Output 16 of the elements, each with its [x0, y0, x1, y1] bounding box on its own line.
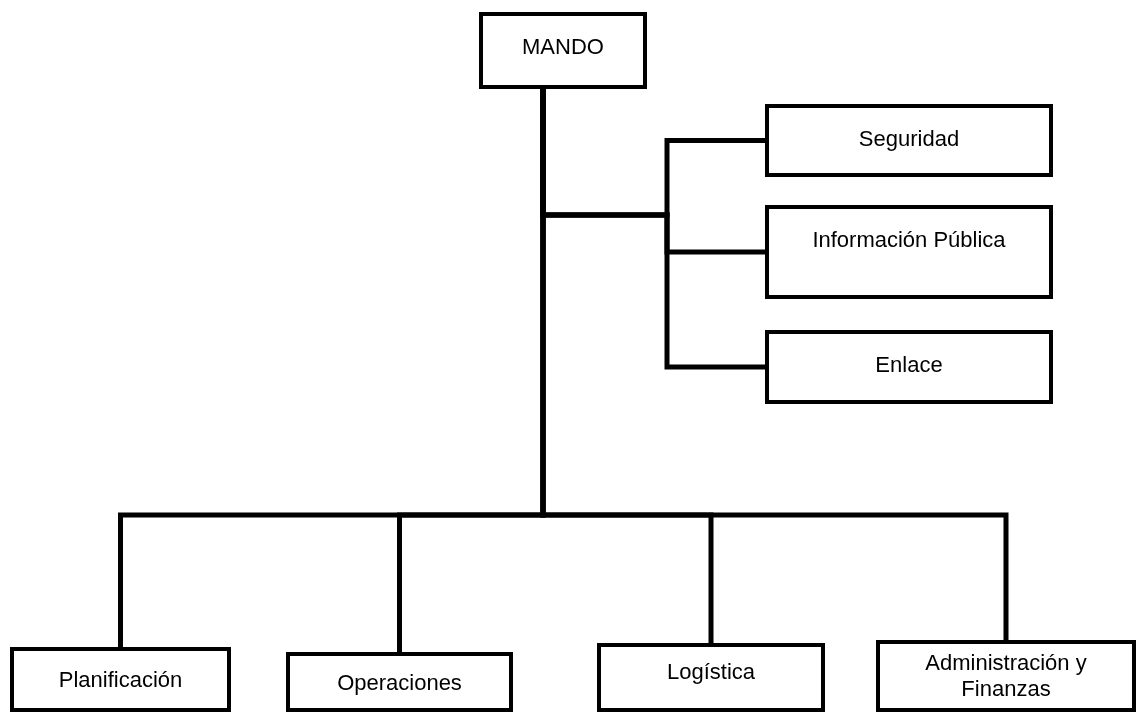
org-box	[479, 12, 647, 89]
org-box	[286, 652, 513, 712]
org-box	[765, 104, 1053, 177]
box-label: Información Pública	[812, 227, 1006, 253]
box-label: Planificación	[58, 667, 183, 693]
box-label: Administración y Finanzas	[924, 650, 1088, 702]
box-label: Seguridad	[858, 126, 960, 152]
box-label: Operaciones	[337, 670, 462, 696]
org-box	[876, 640, 1136, 712]
org-box	[10, 647, 231, 712]
org-box	[765, 330, 1053, 404]
box-label: Enlace	[875, 352, 943, 378]
org-box	[597, 643, 825, 712]
org-box	[765, 205, 1053, 299]
box-label: MANDO	[522, 34, 604, 60]
box-label: Logística	[666, 659, 756, 685]
